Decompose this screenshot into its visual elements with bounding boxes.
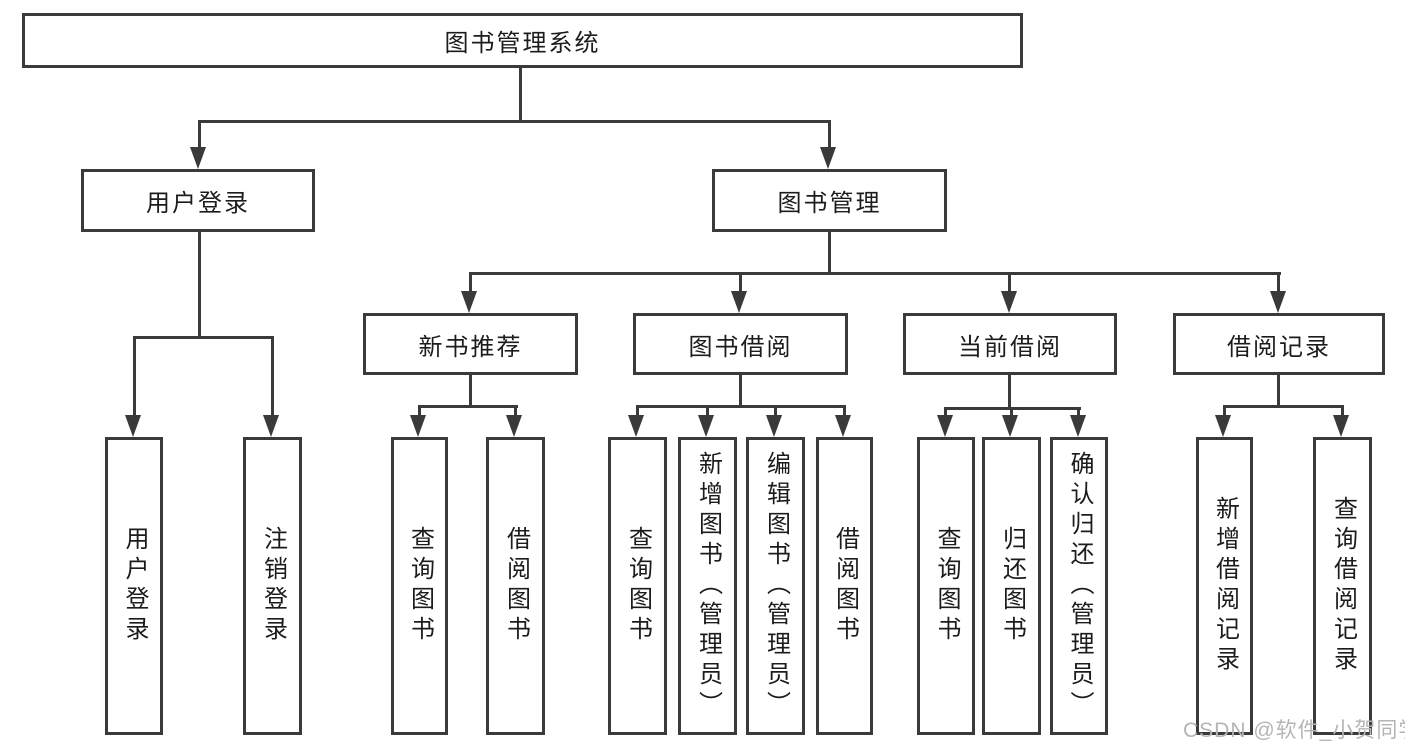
leaf-user-login: 用户登录 bbox=[105, 437, 163, 735]
leaf-return-books: 归还图书 bbox=[982, 437, 1041, 735]
leaf-label: 注销登录 bbox=[259, 526, 287, 646]
connector-leaf-drop bbox=[418, 405, 421, 415]
connector-leaf-drop bbox=[636, 405, 639, 415]
node-label: 图书借阅 bbox=[688, 333, 793, 361]
connector-leaf-drop bbox=[944, 407, 947, 415]
leaf-label: 新增借阅记录 bbox=[1211, 496, 1239, 676]
leaf-borrow-books-borrowing: 借阅图书 bbox=[816, 437, 873, 735]
arrowhead-down-icon bbox=[1070, 415, 1086, 437]
node-current-borrowing: 当前借阅 bbox=[903, 313, 1117, 375]
arrowhead-down-icon bbox=[190, 147, 206, 169]
connector-br-stem bbox=[1277, 375, 1280, 405]
node-label: 新书推荐 bbox=[418, 333, 523, 361]
connector-cb-stem bbox=[1008, 375, 1011, 407]
leaf-query-books-borrowing: 查询图书 bbox=[608, 437, 667, 735]
connector-bookmgmt-stem bbox=[828, 232, 831, 272]
connector-leaf-drop bbox=[271, 336, 274, 415]
leaf-label: 确认归还（管理员） bbox=[1066, 451, 1093, 721]
leaf-label: 借阅图书 bbox=[502, 526, 530, 646]
node-library-management-system: 图书管理系统 bbox=[22, 13, 1023, 68]
watermark-text: CSDN @软件_小贺同学 bbox=[1183, 719, 1405, 742]
connector-leaf-drop bbox=[706, 405, 709, 415]
connector-leaf-drop bbox=[1341, 405, 1344, 415]
arrowhead-down-icon bbox=[1215, 415, 1231, 437]
arrowhead-down-icon bbox=[125, 415, 141, 437]
arrowhead-down-icon bbox=[835, 415, 851, 437]
arrowhead-down-icon bbox=[1270, 291, 1286, 313]
leaf-edit-book-admin: 编辑图书（管理员） bbox=[746, 437, 805, 735]
connector-level3-hbar bbox=[469, 272, 1281, 275]
arrowhead-down-icon bbox=[263, 415, 279, 437]
node-borrow-records: 借阅记录 bbox=[1173, 313, 1385, 375]
connector-leaf-drop bbox=[843, 405, 846, 415]
leaf-borrow-books-recommend: 借阅图书 bbox=[486, 437, 545, 735]
leaf-query-books-current: 查询图书 bbox=[917, 437, 975, 735]
connector-level3-drop bbox=[739, 272, 742, 291]
arrowhead-down-icon bbox=[410, 415, 426, 437]
connector-level3-drop bbox=[1008, 272, 1011, 291]
leaf-logout: 注销登录 bbox=[243, 437, 302, 735]
connector-root-stem bbox=[519, 68, 522, 120]
leaf-label: 用户登录 bbox=[121, 526, 148, 646]
arrowhead-down-icon bbox=[698, 415, 714, 437]
connector-leaf-drop bbox=[514, 405, 517, 415]
connector-bookmgmt-drop bbox=[828, 120, 831, 147]
node-user-login: 用户登录 bbox=[81, 169, 315, 232]
leaf-label: 借阅图书 bbox=[831, 526, 859, 646]
connector-level3-drop bbox=[469, 272, 472, 291]
leaf-label: 查询图书 bbox=[933, 526, 960, 646]
connector-leaf-drop bbox=[133, 336, 136, 415]
arrowhead-down-icon bbox=[1001, 291, 1017, 313]
connector-bb-hbar bbox=[636, 405, 846, 408]
leaf-label: 查询图书 bbox=[406, 526, 434, 646]
node-new-book-recommendation: 新书推荐 bbox=[363, 313, 578, 375]
connector-root-hbar bbox=[198, 120, 831, 123]
connector-nbr-hbar bbox=[418, 405, 518, 408]
node-book-borrowing: 图书借阅 bbox=[633, 313, 848, 375]
arrowhead-down-icon bbox=[506, 415, 522, 437]
node-label: 借阅记录 bbox=[1227, 333, 1331, 361]
leaf-label: 新增图书（管理员） bbox=[694, 451, 722, 721]
connector-leaf-drop bbox=[1223, 405, 1226, 415]
connector-br-hbar bbox=[1223, 405, 1344, 408]
arrowhead-down-icon bbox=[628, 415, 644, 437]
arrowhead-down-icon bbox=[937, 415, 953, 437]
leaf-label: 编辑图书（管理员） bbox=[762, 451, 790, 721]
connector-userlogin-stem bbox=[198, 232, 201, 336]
leaf-add-borrow-record: 新增借阅记录 bbox=[1196, 437, 1253, 735]
arrowhead-down-icon bbox=[1333, 415, 1349, 437]
connector-leaf-drop bbox=[774, 405, 777, 415]
arrowhead-down-icon bbox=[766, 415, 782, 437]
connector-userlogin-drop bbox=[198, 120, 201, 147]
arrowhead-down-icon bbox=[820, 147, 836, 169]
node-label: 图书管理系统 bbox=[444, 30, 601, 57]
node-book-management: 图书管理 bbox=[712, 169, 947, 232]
connector-level3-drop bbox=[1277, 272, 1280, 291]
leaf-label: 归还图书 bbox=[998, 526, 1026, 646]
leaf-add-book-admin: 新增图书（管理员） bbox=[678, 437, 737, 735]
node-label: 用户登录 bbox=[146, 190, 250, 217]
connector-nbr-stem bbox=[469, 375, 472, 405]
arrowhead-down-icon bbox=[731, 291, 747, 313]
arrowhead-down-icon bbox=[461, 291, 477, 313]
connector-leaf-drop bbox=[1010, 407, 1013, 415]
connector-leaf-drop bbox=[1077, 407, 1080, 415]
leaf-label: 查询图书 bbox=[624, 526, 652, 646]
connector-bb-stem bbox=[739, 375, 742, 405]
leaf-confirm-return-admin: 确认归还（管理员） bbox=[1050, 437, 1108, 735]
arrowhead-down-icon bbox=[1002, 415, 1018, 437]
leaf-query-borrow-record: 查询借阅记录 bbox=[1313, 437, 1372, 735]
leaf-query-books-recommend: 查询图书 bbox=[391, 437, 448, 735]
node-label: 当前借阅 bbox=[958, 333, 1062, 361]
connector-userlogin-hbar bbox=[133, 336, 274, 339]
node-label: 图书管理 bbox=[777, 190, 882, 217]
leaf-label: 查询借阅记录 bbox=[1329, 496, 1357, 676]
